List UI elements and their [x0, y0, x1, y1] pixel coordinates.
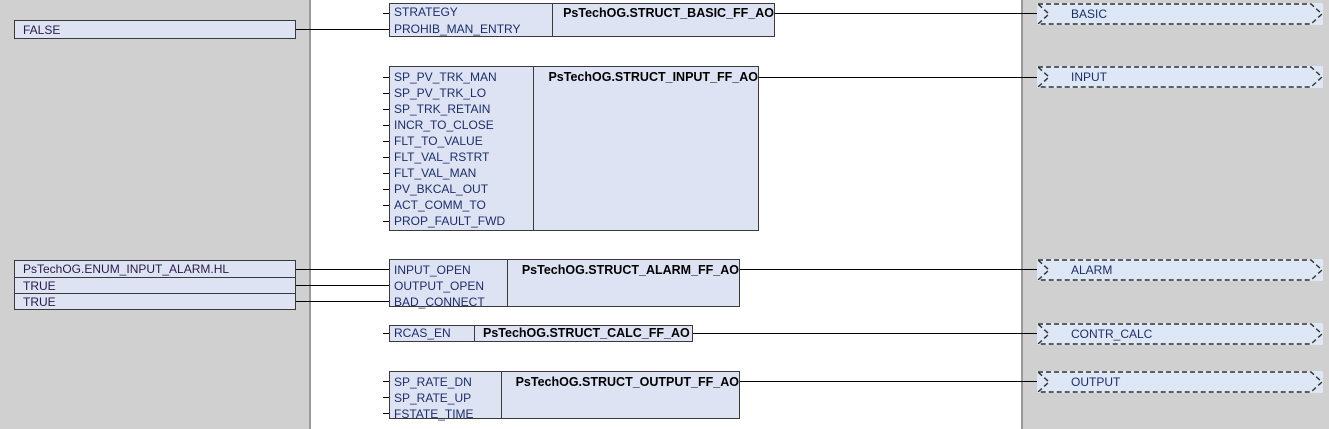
- pin-stub-strategy: [383, 13, 389, 14]
- pin-stub-bad-connect: [383, 301, 389, 302]
- pin-stub-sp-pv-trk-man: [383, 77, 389, 78]
- pin-stub-prop-fault-fwd: [383, 221, 389, 222]
- input-literal-true-1-value: TRUE: [23, 278, 56, 293]
- wire-true1-to-alarm: [296, 285, 386, 286]
- output-flag-contr-calc[interactable]: CONTR_CALC: [1037, 323, 1323, 345]
- block-output-title: PsTechOG.STRUCT_OUTPUT_FF_AO: [515, 375, 739, 389]
- output-flag-output[interactable]: OUTPUT: [1037, 371, 1323, 393]
- pin-stub-sp-rate-up: [383, 397, 389, 398]
- block-basic-pin-list: STRATEGY PROHIB_MAN_ENTRY: [390, 4, 554, 36]
- input-literal-false[interactable]: FALSE: [14, 20, 296, 39]
- block-struct-alarm-ff-ao[interactable]: INPUT_OPEN OUTPUT_OPEN BAD_CONNECT PsTec…: [389, 259, 740, 309]
- pin-pv-bkcal-out[interactable]: PV_BKCAL_OUT: [394, 182, 489, 196]
- pin-input-open[interactable]: INPUT_OPEN: [394, 263, 471, 277]
- wire-enum-to-alarm: [296, 269, 386, 270]
- pin-stub-input-open: [383, 269, 389, 270]
- pin-prop-fault-fwd[interactable]: PROP_FAULT_FWD: [394, 214, 506, 228]
- block-alarm-pin-list: INPUT_OPEN OUTPUT_OPEN BAD_CONNECT: [390, 260, 508, 309]
- pin-flt-to-value[interactable]: FLT_TO_VALUE: [394, 134, 483, 148]
- input-literal-true-1[interactable]: TRUE: [14, 277, 296, 294]
- block-struct-output-ff-ao[interactable]: SP_RATE_DN SP_RATE_UP FSTATE_TIME PsTech…: [389, 371, 740, 421]
- output-flag-output-label: OUTPUT: [1071, 375, 1121, 389]
- pin-prohib-man-entry[interactable]: PROHIB_MAN_ENTRY: [394, 22, 521, 36]
- output-flag-alarm[interactable]: ALARM: [1037, 259, 1323, 281]
- output-flag-alarm-label: ALARM: [1071, 263, 1113, 277]
- output-flag-contr-calc-label: CONTR_CALC: [1071, 327, 1153, 341]
- input-literal-true-2-value: TRUE: [23, 294, 56, 309]
- pin-stub-pv-bkcal-out: [383, 189, 389, 190]
- pin-stub-act-comm-to: [383, 205, 389, 206]
- block-struct-calc-ff-ao[interactable]: RCAS_EN PsTechOG.STRUCT_CALC_FF_AO: [389, 325, 693, 342]
- wire-false-to-basic: [296, 29, 386, 30]
- block-input-title: PsTechOG.STRUCT_INPUT_FF_AO: [548, 70, 758, 84]
- output-flag-input[interactable]: INPUT: [1037, 66, 1323, 88]
- input-literal-true-2[interactable]: TRUE: [14, 293, 296, 310]
- pin-sp-pv-trk-man[interactable]: SP_PV_TRK_MAN: [394, 70, 497, 84]
- block-input-body: PsTechOG.STRUCT_INPUT_FF_AO: [534, 67, 758, 230]
- output-flag-basic-label: BASIC: [1071, 7, 1108, 21]
- pin-stub-flt-val-rstrt: [383, 157, 389, 158]
- block-output-pin-list: SP_RATE_DN SP_RATE_UP FSTATE_TIME: [390, 372, 502, 421]
- block-output-body: PsTechOG.STRUCT_OUTPUT_FF_AO: [502, 372, 739, 418]
- pin-strategy[interactable]: STRATEGY: [394, 5, 458, 19]
- left-margin-panel: [0, 0, 311, 429]
- block-input-pin-list: SP_PV_TRK_MAN SP_PV_TRK_LO SP_TRK_RETAIN…: [390, 67, 535, 230]
- pin-incr-to-close[interactable]: INCR_TO_CLOSE: [394, 118, 494, 132]
- block-struct-input-ff-ao[interactable]: SP_PV_TRK_MAN SP_PV_TRK_LO SP_TRK_RETAIN…: [389, 66, 759, 231]
- block-alarm-title: PsTechOG.STRUCT_ALARM_FF_AO: [521, 263, 739, 277]
- input-literal-false-value: FALSE: [23, 22, 61, 37]
- pin-sp-trk-retain[interactable]: SP_TRK_RETAIN: [394, 102, 491, 116]
- pin-stub-fstate-time: [383, 413, 389, 414]
- pin-rcas-en[interactable]: RCAS_EN: [394, 326, 451, 340]
- block-basic-title: PsTechOG.STRUCT_BASIC_FF_AO: [563, 6, 774, 20]
- block-struct-basic-ff-ao[interactable]: STRATEGY PROHIB_MAN_ENTRY PsTechOG.STRUC…: [389, 3, 775, 37]
- pin-act-comm-to[interactable]: ACT_COMM_TO: [394, 198, 486, 212]
- pin-stub-flt-val-man: [383, 173, 389, 174]
- wire-true2-to-alarm: [296, 301, 386, 302]
- pin-sp-rate-dn[interactable]: SP_RATE_DN: [394, 375, 472, 389]
- wire-output-to-out: [740, 381, 1037, 382]
- pin-stub-rcas-en: [383, 333, 389, 334]
- pin-flt-val-rstrt[interactable]: FLT_VAL_RSTRT: [394, 150, 490, 164]
- output-flag-basic[interactable]: BASIC: [1037, 3, 1323, 25]
- right-margin-panel: [1021, 0, 1329, 429]
- wire-input-to-out: [759, 77, 1037, 78]
- wire-alarm-to-out: [740, 269, 1037, 270]
- pin-stub-sp-pv-trk-lo: [383, 93, 389, 94]
- pin-stub-output-open: [383, 285, 389, 286]
- input-enum-value: PsTechOG.ENUM_INPUT_ALARM.HL: [23, 262, 230, 276]
- pin-bad-connect[interactable]: BAD_CONNECT: [394, 295, 485, 309]
- pin-sp-pv-trk-lo[interactable]: SP_PV_TRK_LO: [394, 86, 487, 100]
- wire-calc-to-out: [693, 333, 1037, 334]
- pin-stub-prohib-man-entry: [383, 29, 389, 30]
- pin-fstate-time[interactable]: FSTATE_TIME: [394, 407, 474, 421]
- block-alarm-body: PsTechOG.STRUCT_ALARM_FF_AO: [508, 260, 739, 306]
- pin-output-open[interactable]: OUTPUT_OPEN: [394, 279, 485, 293]
- pin-flt-val-man[interactable]: FLT_VAL_MAN: [394, 166, 477, 180]
- pin-stub-flt-to-value: [383, 141, 389, 142]
- pin-stub-sp-trk-retain: [383, 109, 389, 110]
- wire-basic-to-out: [775, 13, 1037, 14]
- pin-stub-incr-to-close: [383, 125, 389, 126]
- pin-sp-rate-up[interactable]: SP_RATE_UP: [394, 391, 472, 405]
- pin-stub-sp-rate-dn: [383, 381, 389, 382]
- output-flag-input-label: INPUT: [1071, 70, 1107, 84]
- block-calc-body: PsTechOG.STRUCT_CALC_FF_AO: [475, 326, 692, 341]
- block-calc-pin-list: RCAS_EN: [390, 326, 475, 341]
- input-enum-input-alarm-hl[interactable]: PsTechOG.ENUM_INPUT_ALARM.HL: [14, 260, 296, 278]
- block-calc-title: PsTechOG.STRUCT_CALC_FF_AO: [483, 326, 690, 340]
- block-basic-body: PsTechOG.STRUCT_BASIC_FF_AO: [553, 4, 774, 36]
